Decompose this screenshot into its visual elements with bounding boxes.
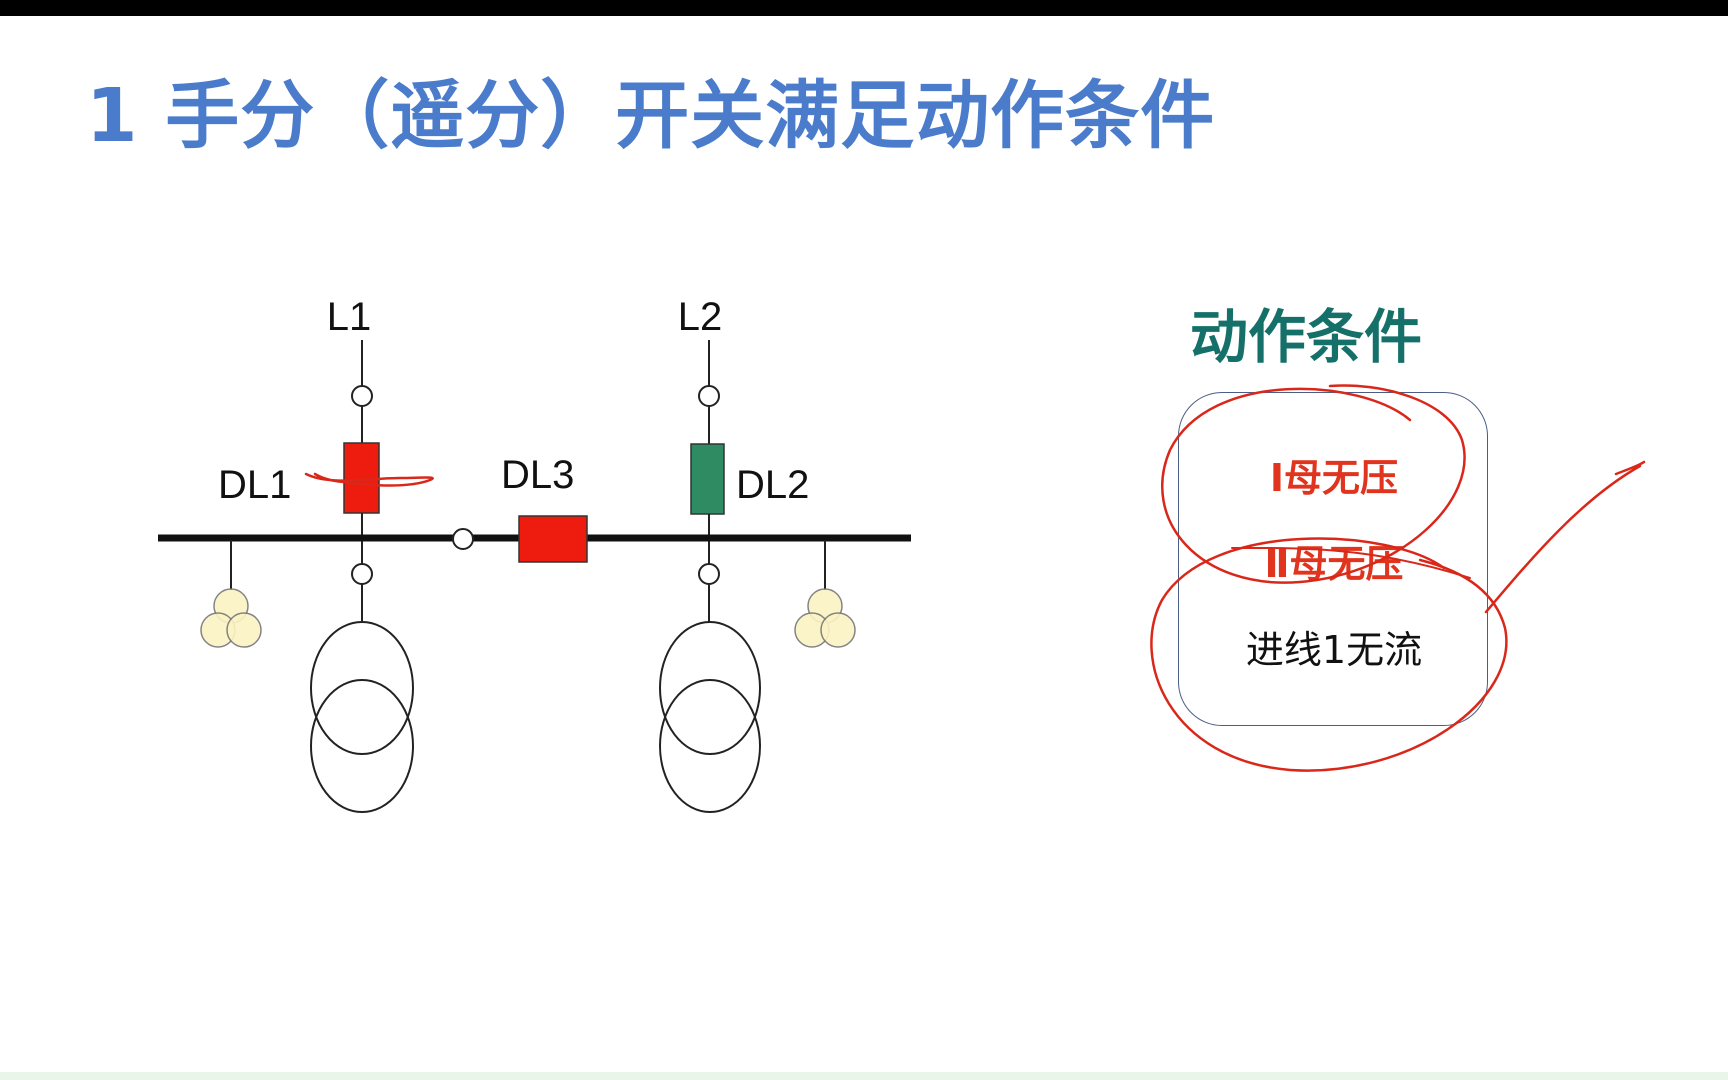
conditions-heading: 动作条件 (1190, 303, 1423, 371)
disconnector-l2-upper (698, 385, 720, 407)
top-black-bar (0, 0, 1728, 16)
label-dl2: DL2 (736, 463, 809, 507)
label-dl3: DL3 (501, 453, 574, 497)
transformer-1-upper-winding (310, 621, 414, 755)
transformer-2-lower-winding (659, 679, 761, 813)
disconnector-l1-lower (351, 563, 373, 585)
breaker-dl2[interactable] (690, 443, 725, 515)
pt-left (200, 588, 262, 648)
condition-item-bus1-no-voltage: Ⅰ母无压 (1269, 456, 1399, 500)
transformer-1-lower-winding (310, 679, 414, 813)
single-line-diagram: L1 DL1 L2 DL2 DL3 (158, 295, 911, 813)
pt-right (794, 588, 856, 648)
condition-item-line1-no-current: 进线1无流 (1245, 628, 1423, 672)
label-dl1: DL1 (218, 463, 291, 507)
slide-title: 1 手分（遥分）开关满足动作条件 (86, 73, 1216, 159)
bottom-strip (0, 1072, 1728, 1080)
checkmark-annotation (1484, 460, 1646, 614)
dl1-cross-annotation (304, 472, 434, 487)
disconnector-l2-lower (698, 563, 720, 585)
bus-tie-disconnector (452, 528, 474, 550)
label-l2: L2 (678, 295, 723, 339)
conditions-box: Ⅰ母无压 Ⅱ母无压 进线1无流 (1178, 392, 1488, 726)
breaker-dl3[interactable] (518, 515, 588, 563)
condition-item-bus2-no-voltage: Ⅱ母无压 (1264, 542, 1404, 586)
label-l1: L1 (327, 295, 372, 339)
disconnector-l1-upper (351, 385, 373, 407)
transformer-2-upper-winding (659, 621, 761, 755)
